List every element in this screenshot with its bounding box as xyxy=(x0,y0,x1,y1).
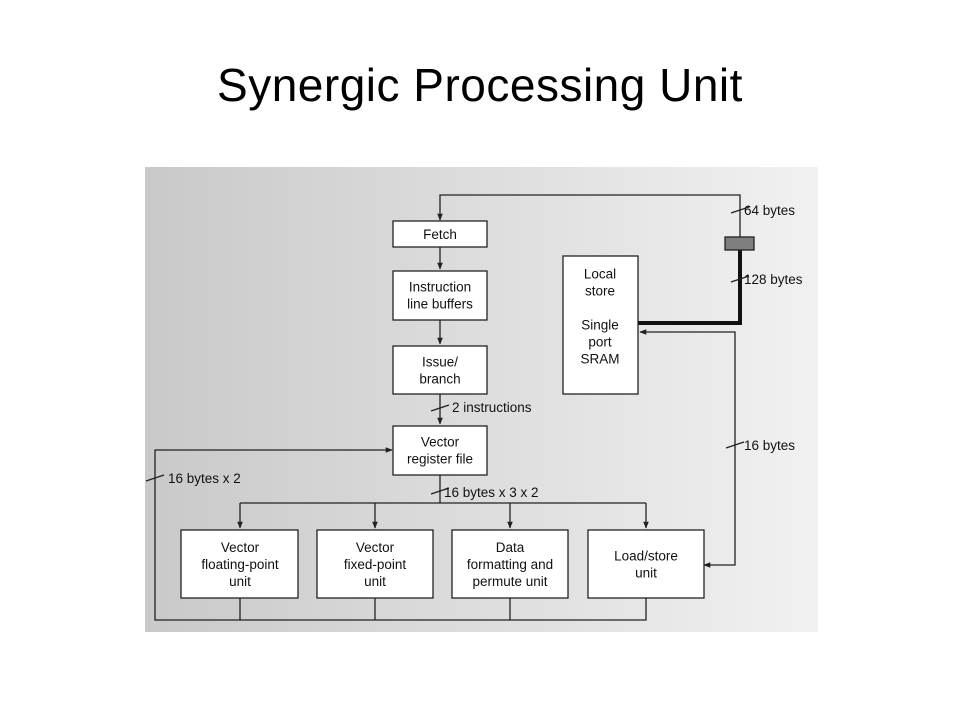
wire-16-bytes xyxy=(639,329,736,568)
block-text-line: port xyxy=(588,334,612,349)
block-text-line: Vector xyxy=(221,540,260,555)
block-text-line: Issue/ xyxy=(422,354,458,369)
block-text-line: floating-point xyxy=(201,557,279,572)
block-text-line: unit xyxy=(364,574,386,589)
block-vector-fixed-point-unit: Vector fixed-point unit xyxy=(316,529,434,599)
wire-64-bytes xyxy=(437,194,741,237)
label-64-bytes: 64 bytes xyxy=(744,203,795,218)
block-load-store-unit-text: Load/store unit xyxy=(614,548,678,580)
tick-16x2 xyxy=(145,474,165,482)
return-bus xyxy=(154,447,393,621)
block-instruction-buffers-text: Instruction line buffers xyxy=(407,279,473,311)
block-vector-floating-point-unit: Vector floating-point unit xyxy=(180,529,299,599)
block-text-line: Local xyxy=(584,266,616,281)
label-16-bytes-x-2: 16 bytes x 2 xyxy=(168,471,241,486)
tick-16 xyxy=(725,441,745,449)
tick-64 xyxy=(730,206,750,214)
block-text-line: unit xyxy=(229,574,251,589)
wires xyxy=(145,194,750,621)
label-128-bytes: 128 bytes xyxy=(744,272,803,287)
block-text-line: Data xyxy=(496,540,525,555)
block-text-line: Single xyxy=(581,317,619,332)
block-issue-branch-text: Issue/branch xyxy=(419,354,460,386)
block-instruction-buffers: Instruction line buffers xyxy=(392,270,488,321)
tick-instr2 xyxy=(430,404,450,412)
block-text-line: formatting and xyxy=(467,557,553,572)
bus-register xyxy=(724,236,755,251)
block-text-line: Load/store xyxy=(614,548,678,563)
block-vector-fixed-point-unit-text: Vector fixed-point unit xyxy=(344,540,407,589)
label-2-instructions: 2 instructions xyxy=(452,400,532,415)
block-text-line: Instruction xyxy=(409,279,471,294)
block-fetch: Fetch xyxy=(392,220,488,248)
block-text-line: store xyxy=(585,283,615,298)
block-text-line: register file xyxy=(407,451,473,466)
block-load-store-unit: Load/store unit xyxy=(587,529,705,599)
block-data-formatting-permute-unit: Data formatting and permute unit xyxy=(451,529,569,599)
block-text-line: unit xyxy=(635,565,657,580)
block-text-line: Fetch xyxy=(423,227,457,242)
block-vector-floating-point-unit-text: Vector floating-point unit xyxy=(201,540,279,589)
block-fetch-text: Fetch xyxy=(423,227,457,242)
tick-16x3x2 xyxy=(430,487,450,495)
block-text-line: Vector xyxy=(421,434,460,449)
block-text-line: SRAM xyxy=(580,351,619,366)
block-text-line: fixed-point xyxy=(344,557,407,572)
block-vector-register-file-text: Vector register file xyxy=(407,434,473,466)
return-ls xyxy=(240,598,647,621)
block-text-line: Vector xyxy=(356,540,395,555)
block-text-line: permute unit xyxy=(472,574,547,589)
slide-title: Synergic Processing Unit xyxy=(217,59,743,111)
label-16-bytes: 16 bytes xyxy=(744,438,795,453)
block-data-formatting-permute-unit-text: Data formatting and permute unit xyxy=(467,540,553,589)
label-16-bytes-x-3-x-2: 16 bytes x 3 x 2 xyxy=(444,485,539,500)
tick-128 xyxy=(730,275,750,283)
block-vector-register-file: Vector register file xyxy=(392,425,488,476)
block-issue-branch: Issue/branch xyxy=(392,345,488,395)
block-text-line: line buffers xyxy=(407,296,473,311)
wire-128-bytes xyxy=(638,249,742,325)
block-text-line: branch xyxy=(419,371,460,386)
